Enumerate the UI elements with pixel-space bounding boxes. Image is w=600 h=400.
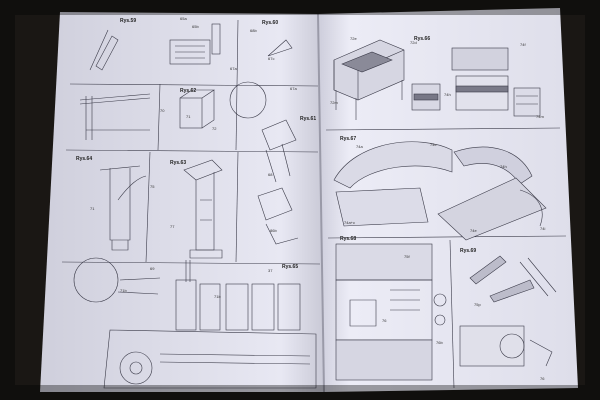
svg-text:74f: 74f: [520, 42, 526, 47]
figure-label-rys-65: Rys.65: [282, 264, 298, 270]
right-page-figure-labels: Rys.66 Rys.67 Rys.68 Rys.69: [340, 36, 476, 254]
right-page: [318, 8, 578, 392]
svg-text:67a: 67a: [290, 86, 297, 91]
svg-text:75f: 75f: [404, 254, 410, 259]
left-page-figure-labels: Rys.59 Rys.60 Rys.61 Rys.62 Rys.63 Rys.6…: [76, 18, 316, 270]
left-page-callouts: 65a 65b 67a 68b 67c 67a 70 71 72 71 75 77 68 86b 7…: [90, 16, 297, 299]
figure-label-rys-64: Rys.64: [76, 156, 92, 162]
svg-text:72m: 72m: [330, 100, 338, 105]
figure-label-rys-63: Rys.63: [170, 160, 186, 166]
svg-text:70: 70: [160, 108, 165, 113]
svg-text:72e: 72e: [350, 36, 357, 41]
svg-text:76: 76: [382, 318, 387, 323]
svg-text:72: 72: [212, 126, 217, 131]
svg-text:74i: 74i: [540, 226, 545, 231]
figure-label-rys-69: Rys.69: [460, 248, 476, 254]
svg-text:71: 71: [90, 206, 95, 211]
svg-text:74h: 74h: [444, 92, 451, 97]
left-page-drawings: [61, 19, 321, 389]
svg-text:71b: 71b: [214, 294, 221, 299]
svg-text:74h: 74h: [500, 164, 507, 169]
svg-text:37: 37: [268, 268, 273, 273]
svg-text:68: 68: [268, 172, 273, 177]
svg-text:74m: 74m: [536, 114, 544, 119]
svg-text:77: 77: [170, 224, 175, 229]
figure-label-rys-66: Rys.66: [414, 36, 430, 42]
svg-text:86b: 86b: [270, 228, 277, 233]
figure-label-rys-59: Rys.59: [120, 18, 136, 24]
svg-text:68b: 68b: [250, 28, 257, 33]
svg-text:72d: 72d: [410, 40, 417, 45]
svg-text:74c: 74c: [430, 142, 436, 147]
right-page-drawings: [325, 39, 567, 389]
figure-label-rys-68: Rys.68: [340, 236, 356, 242]
svg-text:76: 76: [540, 376, 545, 381]
svg-text:71b: 71b: [120, 288, 127, 293]
svg-text:74a: 74a: [356, 144, 363, 149]
svg-text:76b: 76b: [436, 340, 443, 345]
svg-text:75p: 75p: [474, 302, 481, 307]
book-spine: [317, 13, 325, 393]
figure-label-rys-60: Rys.60: [262, 20, 278, 26]
svg-text:75: 75: [150, 184, 155, 189]
svg-text:65a: 65a: [180, 16, 187, 21]
figure-label-rys-61: Rys.61: [300, 116, 316, 122]
svg-text:67c: 67c: [268, 56, 274, 61]
svg-text:71: 71: [186, 114, 191, 119]
svg-text:67a: 67a: [230, 66, 237, 71]
svg-text:74a+c: 74a+c: [344, 220, 355, 225]
svg-text:69: 69: [150, 266, 155, 271]
figure-label-rys-67: Rys.67: [340, 136, 356, 142]
svg-text:65b: 65b: [192, 24, 199, 29]
svg-text:74e: 74e: [470, 228, 477, 233]
figure-label-rys-62: Rys.62: [180, 88, 196, 94]
right-page-callouts: 72e 72d 74f 72m 74h 74m 74a 74c 74h 74a+c 74e 74…: [330, 36, 545, 381]
left-page: [40, 12, 324, 392]
